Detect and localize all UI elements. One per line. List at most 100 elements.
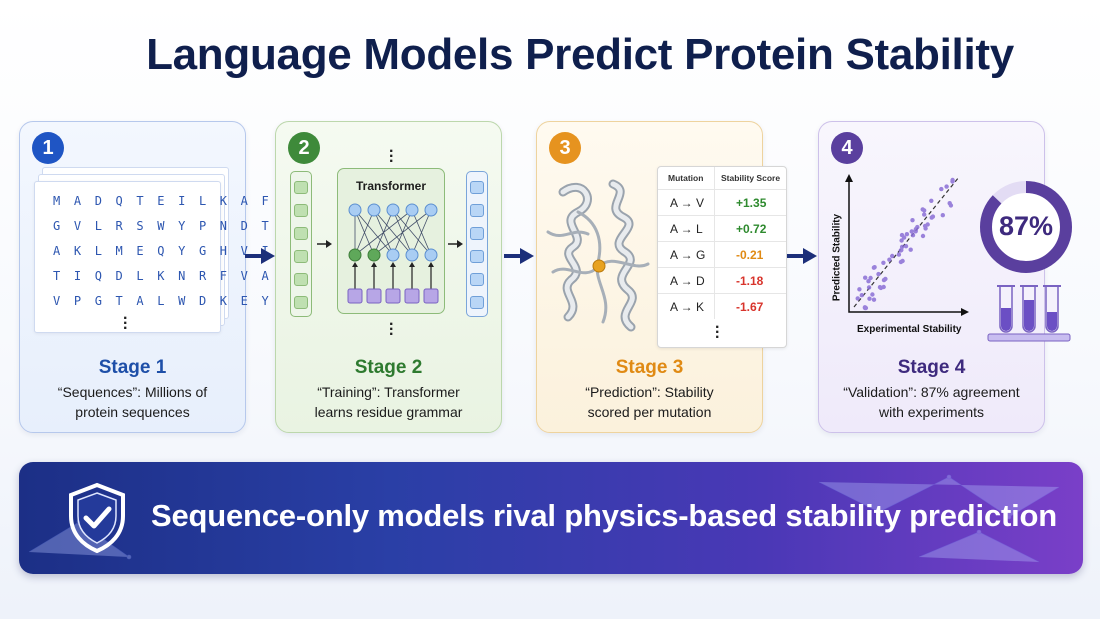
stage-3-card: 3 Mutation Stability Score A → V +1.35 A… xyxy=(536,121,787,433)
scatter-point xyxy=(910,233,916,238)
scatter-point xyxy=(900,258,905,264)
stage-4-desc-line-1: “Validation”: 87% agreement xyxy=(843,384,1020,400)
scatter-point xyxy=(947,201,952,206)
table-row: A → K -1.67 xyxy=(658,293,786,319)
stage-1-card: 1 M A D Q T E I L K A F ... G V L R S W … xyxy=(19,121,310,433)
stage-2-desc-line-1: “Training”: Transformer xyxy=(317,384,460,400)
score-cell: -0.21 xyxy=(736,248,764,262)
input-token xyxy=(294,181,308,194)
scatter-point xyxy=(940,213,945,218)
mutation-cell: A → G xyxy=(670,248,706,262)
output-token xyxy=(470,250,484,263)
attention-network-icon xyxy=(347,203,439,304)
more-rows-dots-icon: ··· xyxy=(715,319,721,346)
stage-1-desc-line-1: “Sequences”: Millions of xyxy=(57,384,208,400)
transformer-label: Transformer xyxy=(355,179,427,193)
mutation-column-header: Mutation xyxy=(668,173,704,183)
sequence-sheet: M A D Q T E I L K A F ... G V L R S W Y … xyxy=(34,181,310,337)
scatter-point xyxy=(898,248,903,253)
y-axis-label: Predicted Stability xyxy=(831,213,843,302)
x-axis-label: Experimental Stability xyxy=(857,324,962,335)
scatter-point xyxy=(870,292,875,297)
scatter-point xyxy=(909,229,914,234)
top-dots-icon: ··· xyxy=(389,143,395,170)
scatter-point xyxy=(899,238,904,243)
scatter-point xyxy=(857,287,862,292)
agreement-ring xyxy=(980,181,1072,273)
scatter-point xyxy=(863,275,868,280)
arrow-out-of-transformer-icon xyxy=(448,240,463,248)
scatter-point xyxy=(887,257,892,262)
scatter-point xyxy=(881,284,886,290)
score-cell: -1.67 xyxy=(736,300,764,314)
score-cell: +1.35 xyxy=(736,196,767,210)
arrow-right-icon xyxy=(245,248,275,264)
scatter-point xyxy=(868,275,873,281)
stage-3-name: Stage 3 xyxy=(615,357,684,378)
scatter-point xyxy=(922,208,927,213)
scatter-point xyxy=(923,226,928,231)
sequence-line-2: G V L R S W Y P N D T ... xyxy=(53,219,314,233)
table-row: A → D -1.18 xyxy=(658,267,786,293)
more-sequences-dots-icon: ··· xyxy=(123,310,129,337)
stage-2-name: Stage 2 xyxy=(354,357,423,378)
test-tubes-icon xyxy=(987,285,1071,342)
input-token xyxy=(294,250,308,263)
score-column-header: Stability Score xyxy=(721,173,781,183)
table-row: A → G -0.21 xyxy=(658,241,786,267)
sequence-line-1: M A D Q T E I L K A F ... xyxy=(53,194,314,208)
scatter-point xyxy=(899,244,905,250)
scatter-point xyxy=(871,297,877,302)
scatter-point xyxy=(922,212,927,217)
scatter-point xyxy=(908,247,913,252)
mutation-cell: A → D xyxy=(670,274,705,288)
input-token-column xyxy=(290,171,312,317)
scatter-point xyxy=(871,265,877,270)
arrow-right-icon xyxy=(504,248,534,264)
scatter-point xyxy=(867,296,872,301)
scatter-point xyxy=(866,285,872,290)
scatter-point xyxy=(929,198,934,203)
scatter-point xyxy=(903,244,909,249)
stage-2-desc-line-2: learns residue grammar xyxy=(314,404,463,420)
table-row: A → L +0.72 xyxy=(658,215,786,241)
score-cell: -1.18 xyxy=(736,274,764,288)
agreement-percent: 87% xyxy=(999,211,1054,241)
mutation-cell: A → L xyxy=(670,222,703,236)
output-token xyxy=(470,204,484,217)
sequence-line-4: T I Q D L K N R F V A ... xyxy=(53,269,314,283)
stage-4-name: Stage 4 xyxy=(897,357,966,378)
stage-4-description: “Validation”: 87% agreement with experim… xyxy=(829,382,1034,422)
scatter-point xyxy=(877,285,883,290)
scatter-point xyxy=(899,232,905,238)
scatter-point xyxy=(859,293,864,298)
scatter-point xyxy=(866,279,871,284)
output-token xyxy=(470,273,484,286)
table-row: A → V +1.35 xyxy=(658,189,786,215)
mutation-cell: A → V xyxy=(670,196,705,210)
arrow-right-icon xyxy=(787,248,817,264)
stage-2-description: “Training”: Transformer learns residue g… xyxy=(286,382,491,422)
scatter-point xyxy=(881,260,886,265)
protein-structure-icon xyxy=(546,179,650,332)
page-title: Language Models Predict Protein Stabilit… xyxy=(146,30,1014,79)
stage-1-name: Stage 1 xyxy=(98,357,167,378)
scatter-point xyxy=(855,296,860,301)
scatter-point xyxy=(890,253,895,259)
scatter-point xyxy=(876,271,881,277)
output-token xyxy=(470,227,484,240)
sequence-line-5: V P G T A L W D K E Y ... xyxy=(53,294,314,308)
stage-3-desc-line-1: “Prediction”: Stability xyxy=(585,384,714,400)
input-token xyxy=(294,204,308,217)
score-cell: +0.72 xyxy=(736,222,767,236)
scatter-point xyxy=(925,222,930,227)
stage-2-card: 2 ··· Transformer xyxy=(275,121,502,433)
conclusion-text: Sequence-only models rival physics-based… xyxy=(151,498,1058,533)
output-token xyxy=(470,296,484,309)
input-token xyxy=(294,227,308,240)
stage-1-badge: 1 xyxy=(32,132,64,164)
scatter-point xyxy=(910,218,915,223)
conclusion-banner: Sequence-only models rival physics-based… xyxy=(19,462,1083,574)
stage-3-desc-line-2: scored per mutation xyxy=(587,404,712,420)
scatter-point xyxy=(863,305,869,311)
